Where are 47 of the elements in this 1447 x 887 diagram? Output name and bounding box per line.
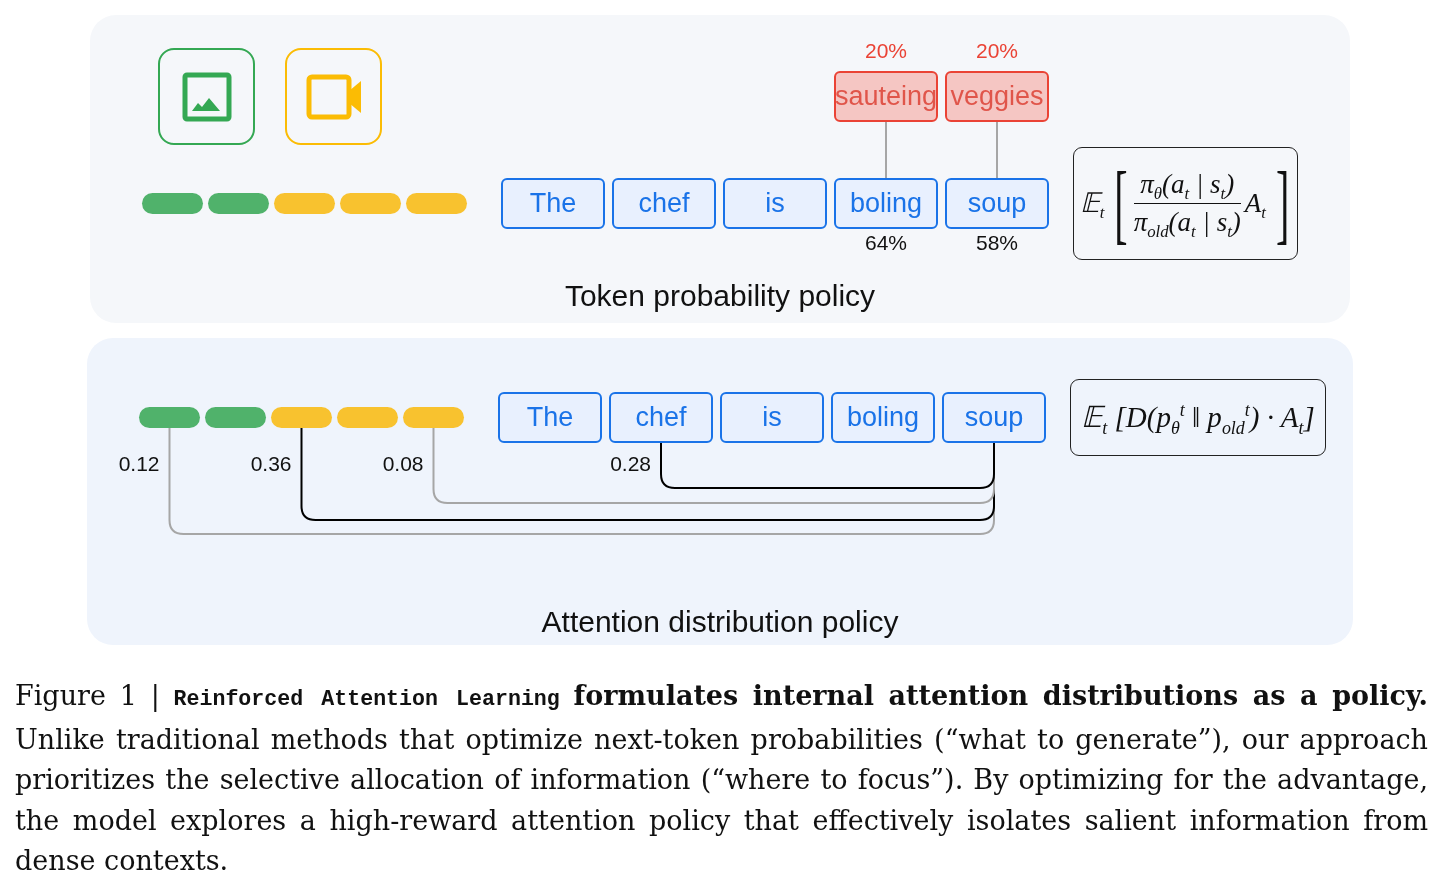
formula-box: 𝔼$_{t}$ [D(p$_{θ}$$^{t}$ ‖ p$_{old}$$^{t}$) · A$_{t}$] xyxy=(1070,379,1326,456)
bracket: [ xyxy=(1114,159,1128,248)
token-pill xyxy=(337,407,398,428)
token-pill xyxy=(271,407,332,428)
token-pill xyxy=(142,193,203,214)
alternative-token-box: sauteing xyxy=(834,71,938,122)
token-box: is xyxy=(723,178,827,229)
token-pill xyxy=(139,407,200,428)
connector-line xyxy=(885,121,887,179)
token-pill xyxy=(406,193,467,214)
attention-line xyxy=(168,427,995,535)
token-box: chef xyxy=(612,178,716,229)
token-pill xyxy=(340,193,401,214)
math-term: 𝔼$_{t}$ xyxy=(1079,190,1105,217)
policy-panel xyxy=(87,338,1353,645)
token-box: soup xyxy=(942,392,1046,443)
attention-line xyxy=(432,427,995,504)
probability-label: 58% xyxy=(976,230,1018,256)
token-pill xyxy=(205,407,266,428)
probability-label: 64% xyxy=(865,230,907,256)
token-pill xyxy=(274,193,335,214)
attention-line xyxy=(300,427,995,521)
token-box: chef xyxy=(609,392,713,443)
alternative-token-box: veggies xyxy=(945,71,1049,122)
token-box: soup xyxy=(945,178,1049,229)
panel-title: Attention distribution policy xyxy=(541,604,899,640)
token-pill xyxy=(403,407,464,428)
token-box: boling xyxy=(831,392,935,443)
video-tile xyxy=(285,48,382,145)
figure-caption: Figure 1 | Reinforced Attention Learning formulates internal attention distributions as a policy. Unlike traditional methods that optimize next-token probabilities (“what to generate”), our approach prioritizes the selective allocation of information (“where to focus”). By optimizing for the advantage, the model explores a high-reward attention policy that effectively isolates salient information from dense contexts. xyxy=(15,679,1428,878)
formula-box xyxy=(1073,147,1298,260)
fraction-numerator: π$_{θ}$(a$_{t}$ | s$_{t}$) xyxy=(1140,170,1235,198)
fraction-denominator: π$_{old}$(a$_{t}$ | s$_{t}$) xyxy=(1133,209,1241,237)
math-term: A$_{t}$ xyxy=(1244,190,1266,217)
connector-line xyxy=(996,121,998,179)
panel-title: Token probability policy xyxy=(564,278,876,314)
image-tile xyxy=(158,48,255,145)
probability-label: 20% xyxy=(976,38,1018,64)
token-box: is xyxy=(720,392,824,443)
attention-line xyxy=(660,442,995,489)
probability-label: 20% xyxy=(865,38,907,64)
token-box: boling xyxy=(834,178,938,229)
token-box: The xyxy=(498,392,602,443)
policy-panel xyxy=(90,15,1350,323)
bracket: ] xyxy=(1276,159,1290,248)
token-box: The xyxy=(501,178,605,229)
token-pill xyxy=(208,193,269,214)
